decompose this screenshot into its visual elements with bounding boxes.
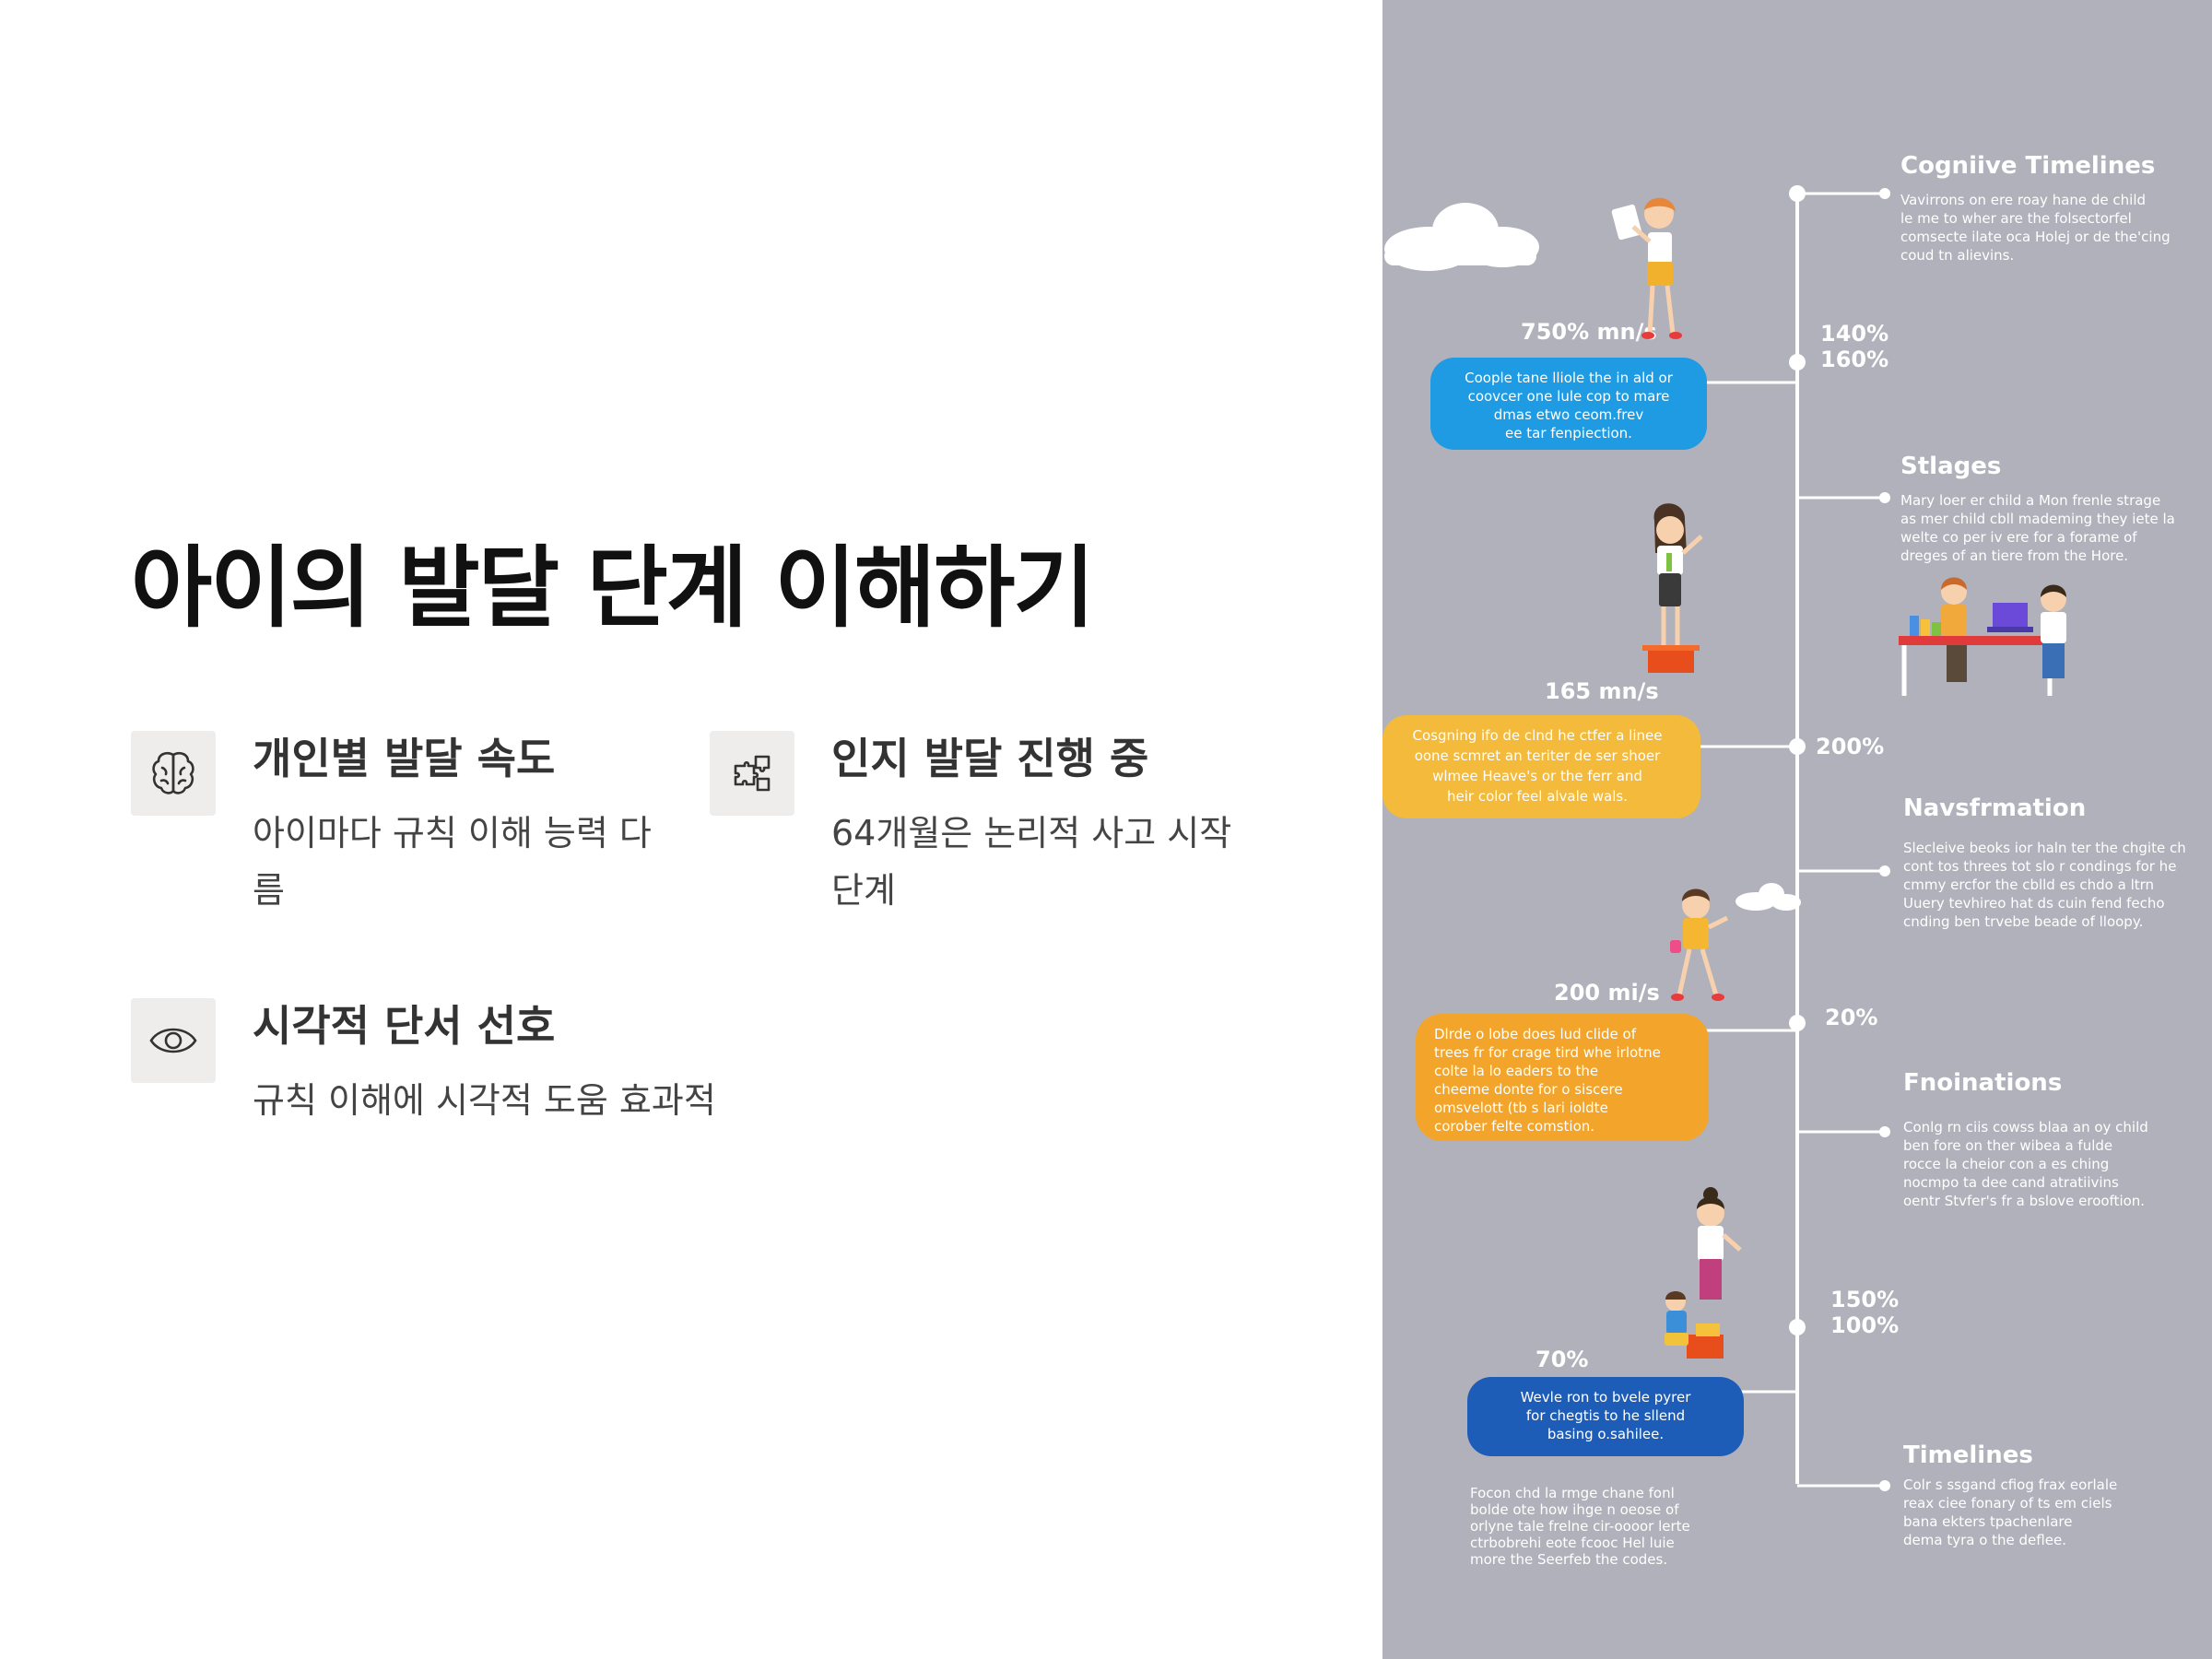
page-title: 아이의 발달 단계 이해하기 bbox=[131, 536, 1095, 640]
section-line: oentr Stvfer's fr a bslove erooftion. bbox=[1903, 1193, 2145, 1209]
speech-bubble: Dlrde o lobe does lud clide of trees fr … bbox=[1416, 1014, 1709, 1141]
infographic-illustration: Cogniive Timelines Vavirrons on ere roay… bbox=[1382, 152, 2186, 1568]
speed-label: 750% mn/s bbox=[1521, 319, 1657, 345]
bubble-line: corober felte comstion. bbox=[1434, 1118, 1594, 1135]
footnote-line: Focon chd la rmge chane fonl bbox=[1470, 1485, 1675, 1501]
section-line: nocmpo ta dee cand atratiivins bbox=[1903, 1174, 2119, 1191]
feature-title: 인지 발달 진행 중 bbox=[831, 734, 1149, 783]
footnote-line: more the Seerfeb the codes. bbox=[1470, 1551, 1667, 1568]
speed-label: 200 mi/s bbox=[1554, 980, 1660, 1006]
infographic-panel: Cogniive Timelines Vavirrons on ere roay… bbox=[1382, 0, 2212, 1659]
bubble-line: dmas etwo ceom.frev bbox=[1494, 406, 1644, 423]
section-line: Uuery tevhireo hat ds cuin fend fecho bbox=[1903, 895, 2165, 912]
section-line: cmmy ercfor the cblld es chdo a ltrn bbox=[1903, 877, 2154, 893]
bubble-line: wlmee Heave's or the ferr and bbox=[1432, 768, 1642, 784]
feature-title: 개인별 발달 속도 bbox=[253, 734, 556, 783]
section-title: Navsfrmation bbox=[1903, 794, 2086, 822]
section-line: rocce la cheior con a es ching bbox=[1903, 1156, 2109, 1172]
section-line: dreges of an tiere from the Hore. bbox=[1900, 547, 2128, 564]
child-figure bbox=[1611, 197, 1682, 339]
content-panel: 아이의 발달 단계 이해하기 개인별 발달 속도 아이마다 규칙 이해 능력 다… bbox=[131, 536, 1232, 1121]
percent-label: 20% bbox=[1825, 1005, 1877, 1030]
speech-bubble: Wevle ron to bvele pyrer for chegtis to … bbox=[1467, 1377, 1744, 1456]
section-line: cont tos threes tot slo r condings for h… bbox=[1903, 858, 2176, 875]
section-line: reax ciee fonary of ts em ciels bbox=[1903, 1495, 2112, 1512]
child-figure bbox=[1670, 888, 1729, 1001]
section-line: comsecte ilate oca Holej or de the'cing bbox=[1900, 229, 2171, 245]
child-figure bbox=[1642, 503, 1703, 673]
section-line: bana ekters tpachenlare bbox=[1903, 1513, 2072, 1530]
section-line: Slecleive beoks ior haln ter the chgite … bbox=[1903, 840, 2186, 856]
feature-description: 규칙 이해에 시각적 도움 효과적 bbox=[253, 1080, 716, 1121]
classroom-scene bbox=[1899, 577, 2066, 696]
section-title: Cogniive Timelines bbox=[1900, 152, 2155, 180]
section-line: le me to wher are the folsectorfel bbox=[1900, 210, 2132, 227]
section-line: welte co per iv ere for a forame of bbox=[1900, 529, 2137, 546]
puzzle-icon bbox=[710, 731, 794, 816]
section-title: Stlages bbox=[1900, 453, 2001, 480]
bubble-line: oone scmret an teriter de ser shoer bbox=[1415, 747, 1661, 764]
section-line: coud tn alievins. bbox=[1900, 247, 2014, 264]
bubble-line: Coople tane lliole the in ald or bbox=[1465, 370, 1674, 386]
bubble-line: cheeme donte for o siscere bbox=[1434, 1081, 1623, 1098]
section-line: dema tyra o the deflee. bbox=[1903, 1532, 2066, 1548]
section-line: ben fore on ther wibea a fulde bbox=[1903, 1137, 2112, 1154]
feature-description: 64개월은 논리적 사고 시작 단계 bbox=[831, 813, 1232, 911]
speech-bubble: Coople tane lliole the in ald or coovcer… bbox=[1430, 358, 1707, 450]
cloud-icon bbox=[1735, 883, 1801, 911]
section-title: Timelines bbox=[1903, 1441, 2033, 1469]
speed-label: 70% bbox=[1535, 1347, 1588, 1372]
speech-bubble: Cosgning ifo de clnd he ctfer a linee oo… bbox=[1382, 715, 1700, 818]
bubble-line: Dlrde o lobe does lud clide of bbox=[1434, 1026, 1637, 1042]
section-line: Conlg rn ciis cowss blaa an oy child bbox=[1903, 1119, 2148, 1135]
section-line: Mary loer er child a Mon frenle strage bbox=[1900, 492, 2160, 509]
speed-label: 165 mn/s bbox=[1545, 678, 1659, 704]
feature-description: 아이마다 규칙 이해 능력 다름 bbox=[253, 813, 652, 911]
bubble-line: omsvelott (tb s lari ioldte bbox=[1434, 1100, 1608, 1116]
bubble-line: Cosgning ifo de clnd he ctfer a linee bbox=[1413, 727, 1663, 744]
brain-icon bbox=[131, 731, 216, 816]
percent-label: 160% bbox=[1820, 347, 1888, 372]
footnote-line: orlyne tale frelne cir-oooor lerte bbox=[1470, 1518, 1690, 1535]
section-title: Fnoinations bbox=[1903, 1069, 2062, 1097]
percent-label: 140% bbox=[1820, 321, 1888, 347]
section-line: Vavirrons on ere roay hane de child bbox=[1900, 192, 2146, 208]
percent-label: 200% bbox=[1816, 734, 1884, 759]
bubble-line: heir color feel alvale wals. bbox=[1447, 788, 1628, 805]
bubble-line: for chegtis to he sllend bbox=[1526, 1407, 1685, 1424]
footnote-line: ctrbobrehi eote fcooc Hel luie bbox=[1470, 1535, 1675, 1551]
percent-label: 150% bbox=[1830, 1287, 1899, 1312]
bubble-line: trees fr for crage tird whe irlotne bbox=[1434, 1044, 1661, 1061]
cloud-icon bbox=[1384, 203, 1539, 271]
bubble-line: Wevle ron to bvele pyrer bbox=[1521, 1389, 1692, 1406]
feature-title: 시각적 단서 선호 bbox=[253, 1001, 556, 1051]
section-line: Colr s ssgand cfiog frax eorlale bbox=[1903, 1477, 2117, 1493]
bubble-line: ee tar fenpiection. bbox=[1505, 425, 1632, 441]
bubble-line: basing o.sahilee. bbox=[1547, 1426, 1664, 1442]
child-figure bbox=[1665, 1187, 1742, 1359]
bubble-line: coovcer one lule cop to mare bbox=[1468, 388, 1670, 405]
section-line: as mer child cbll mademing they iete la bbox=[1900, 511, 2175, 527]
section-line: cnding ben trvebe beade of lloopy. bbox=[1903, 913, 2143, 930]
eye-icon bbox=[131, 998, 216, 1083]
percent-label: 100% bbox=[1830, 1312, 1899, 1338]
footnote-line: bolde ote how ihge n oeose of bbox=[1470, 1501, 1679, 1518]
bubble-line: colte la lo eaders to the bbox=[1434, 1063, 1598, 1079]
